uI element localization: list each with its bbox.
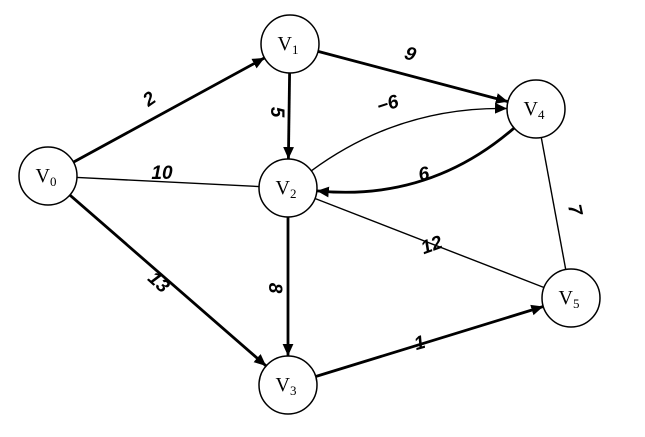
node-v0-circle: [18, 146, 78, 206]
edge-weight-v4-v5: 7: [563, 203, 586, 219]
node-v0-subscript: 0: [50, 174, 57, 189]
edge-weight-v1-v4: 9: [402, 43, 419, 66]
node-v4: V4: [506, 79, 566, 139]
edge-v3-v5: [315, 304, 544, 378]
edge-weight-v0-v2: 10: [151, 163, 173, 184]
edge-weight-v2-v3: 8: [264, 283, 285, 294]
node-v5-subscript: 5: [573, 296, 580, 311]
node-v1-label: V1: [278, 33, 299, 57]
edge-v1-v2: [283, 72, 294, 160]
node-v2-subscript: 2: [290, 186, 297, 201]
node-v3-letter: V: [276, 374, 291, 396]
edge-v4-v5: [540, 137, 567, 270]
node-v0: V0: [18, 146, 78, 206]
node-v5-letter: V: [559, 287, 574, 309]
node-v3: V3: [258, 355, 318, 415]
node-v4-subscript: 4: [538, 107, 545, 122]
edges: [68, 50, 567, 378]
edge-v1-v4: [317, 50, 509, 104]
node-v0-letter: V: [36, 165, 51, 187]
edge-weight-v0-v3: 13: [143, 268, 173, 298]
edge-v0-v1: [72, 56, 266, 164]
node-v5-circle: [541, 268, 601, 328]
node-v4-label: V4: [524, 98, 545, 122]
node-v2-letter: V: [276, 177, 291, 199]
edge-weight-v2-v5: 12: [418, 232, 445, 259]
edge-weight-v2-v4: 6: [417, 163, 432, 186]
edge-v0-v2: [76, 176, 260, 188]
edge-v2-v5: [314, 197, 545, 289]
node-v1: V1: [260, 14, 320, 74]
node-v2: V2: [258, 158, 318, 218]
edge-weight-v1-v2: 5: [266, 107, 287, 118]
edge-weight-v0-v1: 2: [139, 88, 161, 112]
node-v0-label: V0: [36, 165, 57, 189]
edge-v0-v3: [68, 193, 268, 368]
node-v1-letter: V: [278, 33, 293, 55]
node-v4-circle: [506, 79, 566, 139]
node-v1-subscript: 1: [292, 42, 299, 57]
edge-v4-v2: [316, 126, 516, 198]
node-v2-label: V2: [276, 177, 297, 201]
edge-weight-v4-v2: −6: [374, 91, 402, 118]
node-v3-label: V3: [276, 374, 297, 398]
node-v3-circle: [258, 355, 318, 415]
edge-v2-v4: [310, 102, 508, 172]
node-v1-circle: [260, 14, 320, 74]
node-v3-subscript: 3: [290, 383, 297, 398]
node-v4-letter: V: [524, 98, 539, 120]
node-v5: V5: [541, 268, 601, 328]
node-v5-label: V5: [559, 287, 580, 311]
node-v2-circle: [258, 158, 318, 218]
